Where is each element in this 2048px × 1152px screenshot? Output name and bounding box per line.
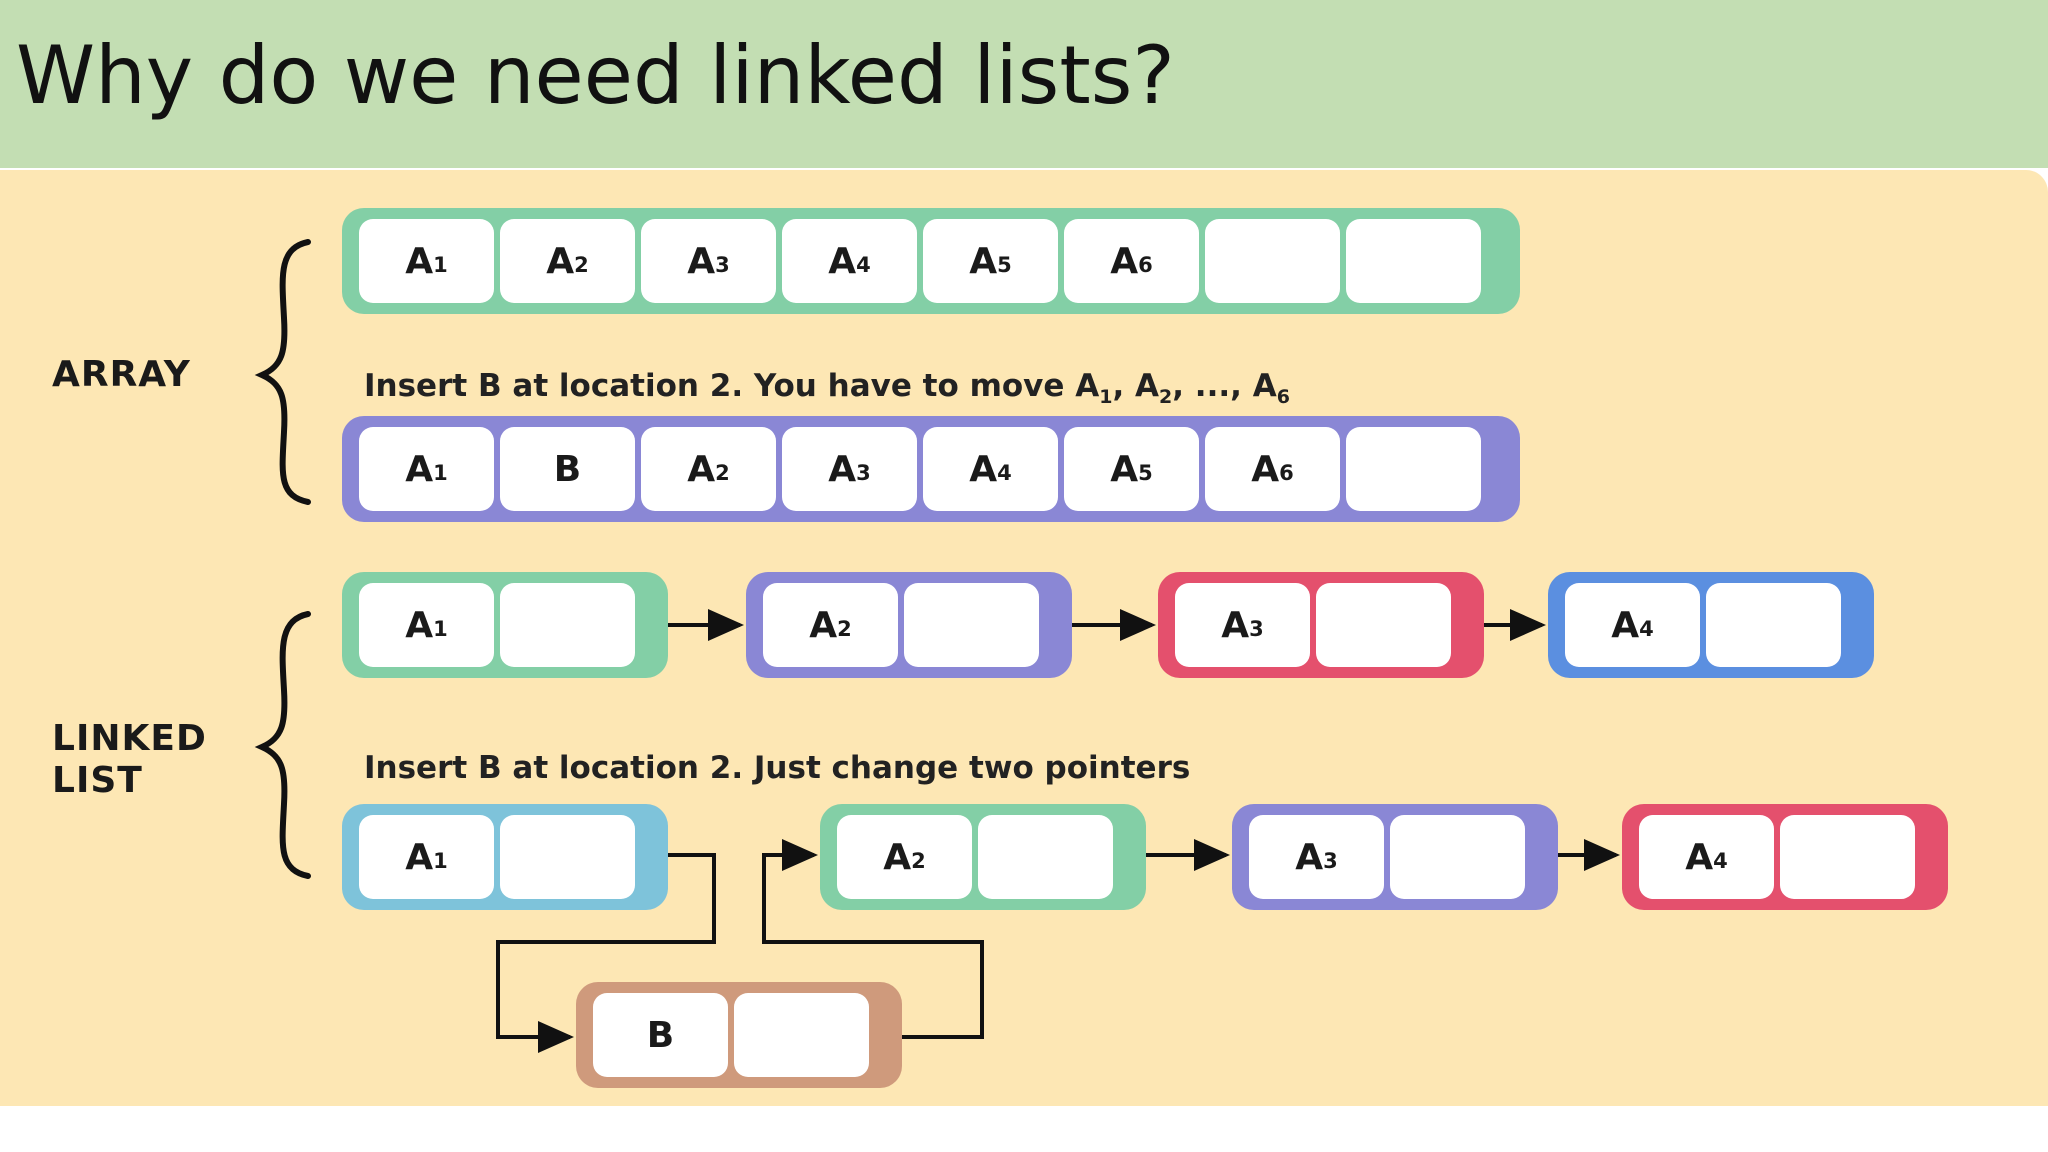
slide-title: Why do we need linked lists?	[16, 29, 1175, 122]
slide-header: Why do we need linked lists?	[0, 0, 2048, 168]
linked-list-caption: Insert B at location 2. Just change two …	[364, 750, 1191, 786]
node-pointer-cell	[1706, 583, 1841, 667]
array-caption: Insert B at location 2. You have to move…	[364, 368, 1290, 409]
pointer-arrow-b-to-a2	[762, 839, 984, 1039]
node-pointer-cell	[500, 583, 635, 667]
node-pointer-cell	[734, 993, 869, 1077]
node-value-cell: B	[593, 993, 728, 1077]
array-cell-empty	[1346, 427, 1481, 511]
linked-list-label-line1: LINKED	[52, 718, 207, 759]
node-pointer-cell	[1390, 815, 1525, 899]
array-cell-empty	[1205, 219, 1340, 303]
array-brace	[254, 239, 311, 505]
node-pointer-cell	[904, 583, 1039, 667]
linked-list-brace	[254, 611, 311, 879]
node-pointer-cell	[500, 815, 635, 899]
inserted-node: B	[576, 982, 902, 1088]
linked-list-label: LINKED LIST	[52, 718, 207, 802]
node-pointer-cell	[978, 815, 1113, 899]
array-cell-empty	[1346, 219, 1481, 303]
array-cell-inserted: B	[500, 427, 635, 511]
array-label: ARRAY	[52, 354, 191, 395]
node-pointer-cell	[1780, 815, 1915, 899]
pointer-arrow-a1-to-b	[496, 853, 716, 1053]
linked-list-label-line2: LIST	[52, 760, 143, 801]
node-pointer-cell	[1316, 583, 1451, 667]
